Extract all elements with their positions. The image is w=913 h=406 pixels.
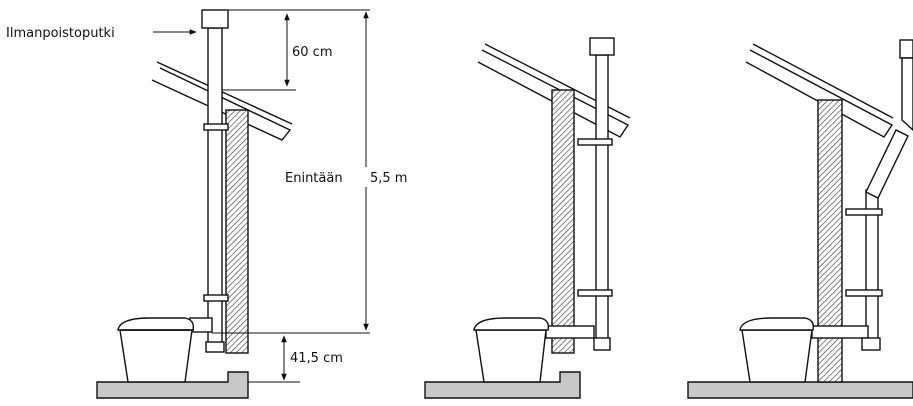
pipe-cap-2	[589, 37, 615, 56]
height-above-roof-label: 60 cm	[292, 45, 333, 60]
floor-slab	[96, 371, 249, 399]
vent-pipe-2	[595, 54, 609, 346]
floor-slab-3	[687, 381, 913, 399]
panel-3	[687, 39, 913, 399]
pipe-label: Ilmanpoistoputki	[6, 26, 115, 41]
wall	[225, 109, 249, 354]
pipe-cap-3	[899, 39, 913, 59]
roof-3	[745, 49, 894, 138]
toilet-2	[475, 329, 547, 383]
panel-2	[424, 37, 631, 399]
max-height-value: 5,5 m	[370, 171, 407, 186]
panel-1	[96, 9, 293, 399]
vent-pipe	[207, 27, 223, 351]
bottom-height-label: 41,5 cm	[290, 351, 343, 366]
floor-slab-2	[424, 371, 581, 399]
wall-3	[817, 99, 843, 383]
wall-2	[551, 89, 575, 354]
toilet	[119, 329, 193, 383]
toilet-3	[741, 329, 813, 383]
pipe-cap	[201, 9, 229, 29]
max-height-prefix: Enintään	[285, 171, 343, 186]
